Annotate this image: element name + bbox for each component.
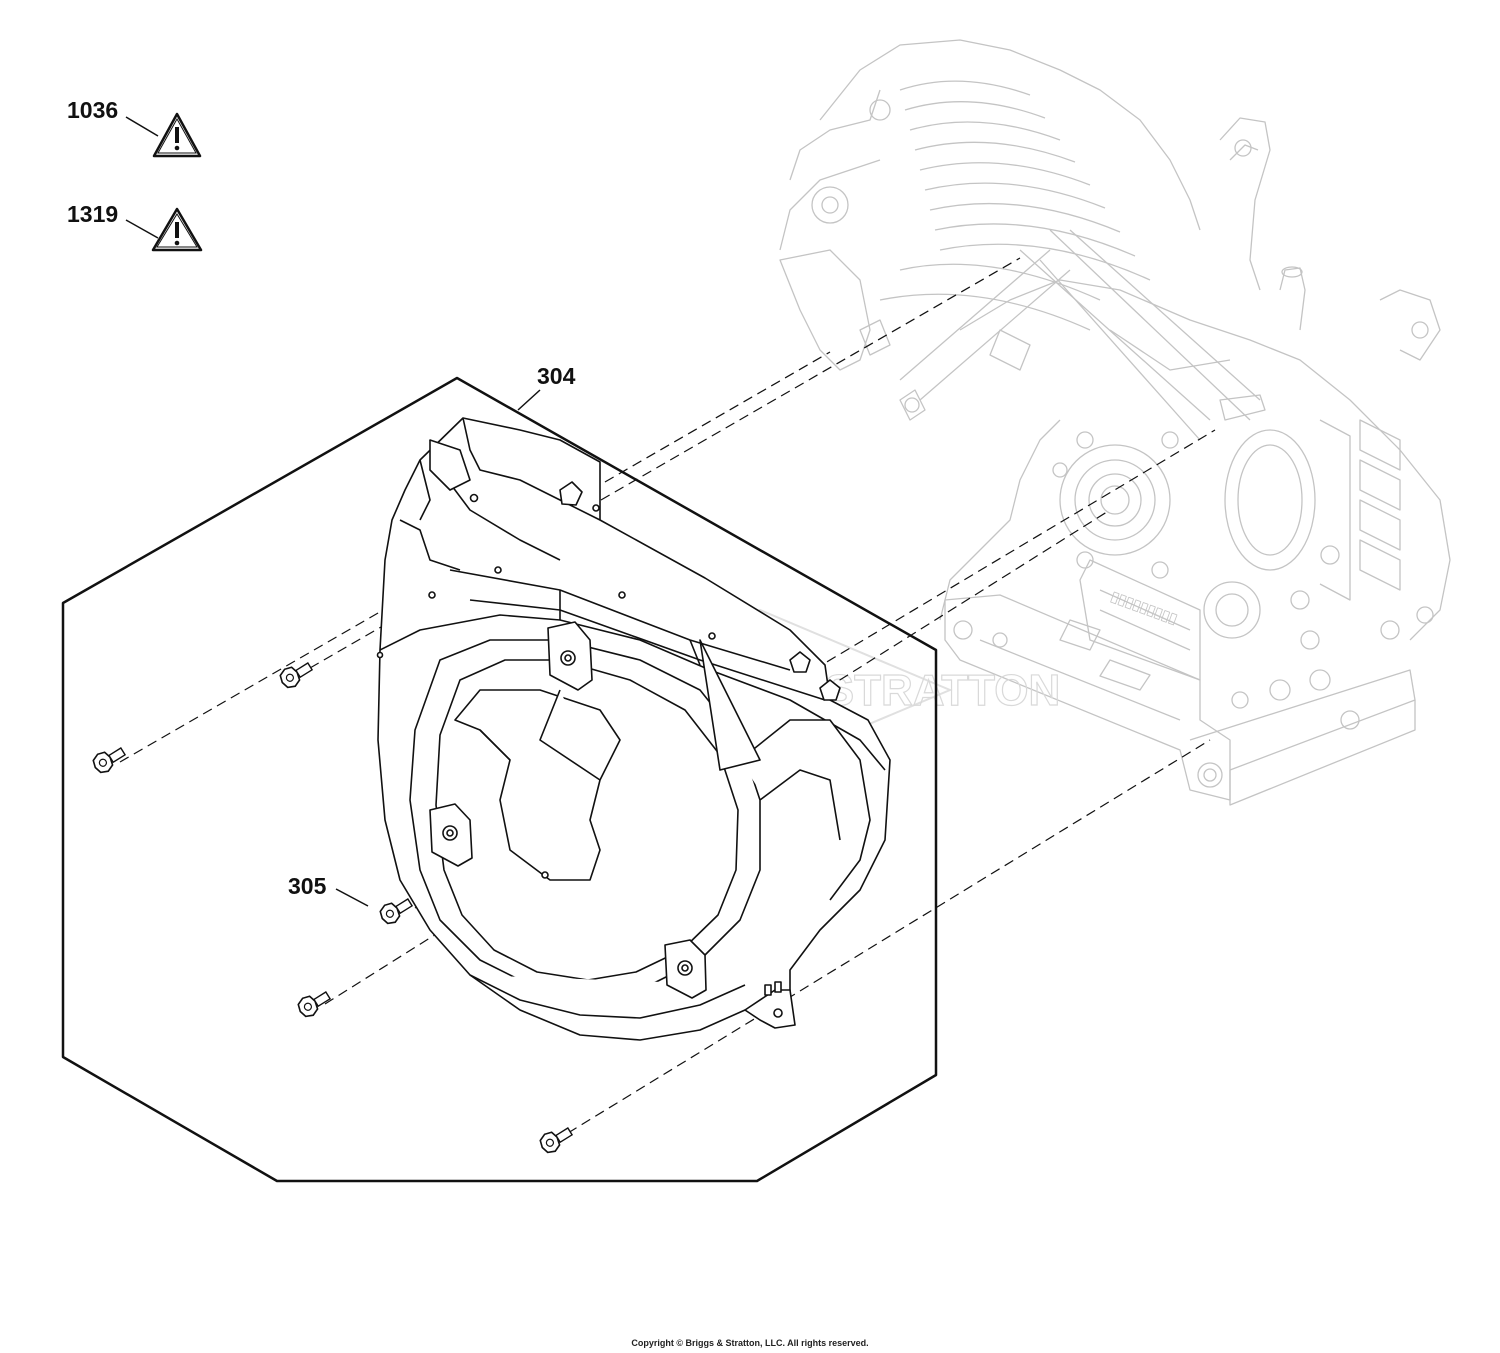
engine-block-ghost: ▮▮▮▮▮▮▮▮▮ [779,39,1451,806]
bolt-icon[interactable] [295,986,333,1020]
warning-icon [152,112,202,158]
svg-text:▮▮▮▮▮▮▮▮▮: ▮▮▮▮▮▮▮▮▮ [1109,588,1180,627]
bolt-icon[interactable] [537,1122,575,1156]
callout-number: 1036 [67,97,118,123]
callout-number: 1319 [67,201,118,227]
bolt-icon[interactable] [90,742,128,776]
warning-icon [151,207,203,252]
callout-304[interactable]: 304 [517,363,576,411]
copyright-footer: Copyright © Briggs & Stratton, LLC. All … [631,1338,869,1348]
screws [90,657,575,1156]
warning-callout-1319[interactable]: 1319 [67,201,203,252]
callout-305[interactable]: 305 [288,873,369,907]
warning-callout-1036[interactable]: 1036 [67,97,202,158]
bolt-icon[interactable] [377,893,415,927]
assembly-outline [61,376,938,1183]
blower-housing[interactable] [376,417,891,1041]
callout-number: 305 [288,873,327,899]
callout-number: 304 [537,363,576,389]
bolt-icon[interactable] [277,657,315,691]
